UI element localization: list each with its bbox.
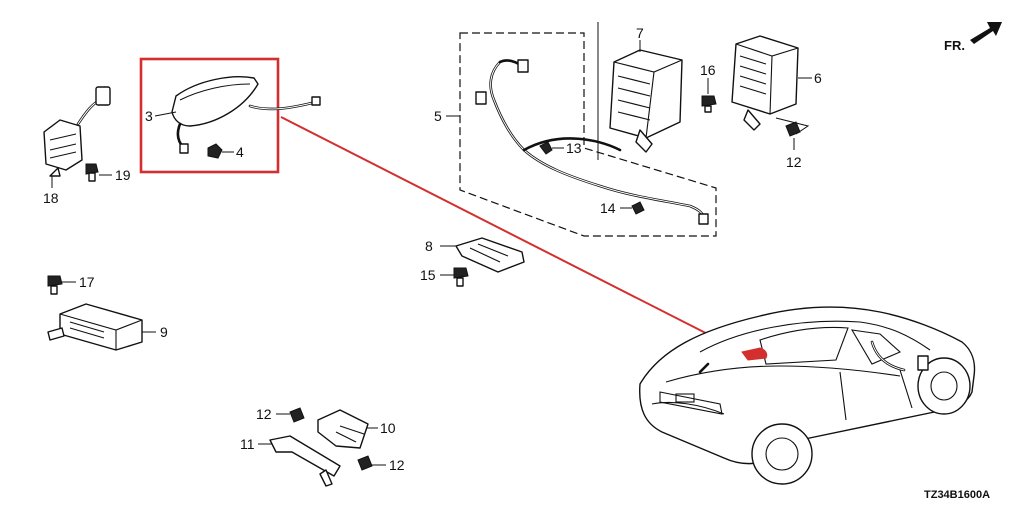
part-18-module	[43, 86, 111, 177]
callout-12-right: 12	[389, 457, 405, 473]
vehicle-illustration	[639, 306, 976, 485]
callout-4: 4	[236, 144, 244, 160]
leader-3	[154, 111, 177, 117]
front-arrow-icon	[970, 22, 1002, 44]
callout-12-top: 12	[786, 154, 802, 170]
callout-8: 8	[425, 238, 433, 254]
part-15-bolt	[440, 267, 469, 287]
callout-19: 19	[115, 167, 131, 183]
part-12-nut-right	[357, 455, 386, 471]
callout-11: 11	[240, 436, 255, 452]
part-12-nut-left	[276, 407, 305, 423]
callout-17: 17	[79, 274, 95, 290]
highlight-box	[139, 57, 280, 174]
part-6-control-unit	[731, 35, 812, 131]
callout-12-left: 12	[256, 406, 272, 422]
part-19-bolt	[85, 163, 112, 182]
highlight-pointer-line	[280, 116, 744, 353]
callout-7: 7	[636, 25, 644, 41]
part-5-harness-group	[459, 32, 717, 237]
callout-6: 6	[814, 70, 822, 86]
part-14-clip	[620, 201, 645, 215]
callout-15: 15	[420, 267, 436, 283]
callout-9: 9	[160, 324, 168, 340]
part-11-bracket	[258, 435, 341, 487]
part-8-module	[440, 237, 525, 273]
part-7-amplifier	[597, 22, 683, 160]
part-10-module	[317, 409, 378, 449]
diagram-code: TZ34B1600A	[924, 489, 990, 501]
callout-10: 10	[380, 420, 396, 436]
callout-5: 5	[434, 108, 442, 124]
part-17-bolt	[47, 275, 76, 295]
callout-13: 13	[566, 140, 582, 156]
part-3-antenna	[171, 76, 321, 154]
part-16-bolt	[701, 78, 717, 113]
callout-16: 16	[700, 62, 716, 78]
part-9-tuner	[47, 303, 156, 351]
part-12-nut-top	[775, 117, 810, 150]
front-label: FR.	[944, 38, 965, 53]
front-direction-indicator: FR.	[944, 22, 1002, 53]
part-13-clip	[539, 141, 564, 155]
callout-3: 3	[145, 108, 153, 124]
callout-18: 18	[43, 190, 59, 206]
callout-14: 14	[600, 200, 616, 216]
part-4-nut	[207, 143, 223, 159]
